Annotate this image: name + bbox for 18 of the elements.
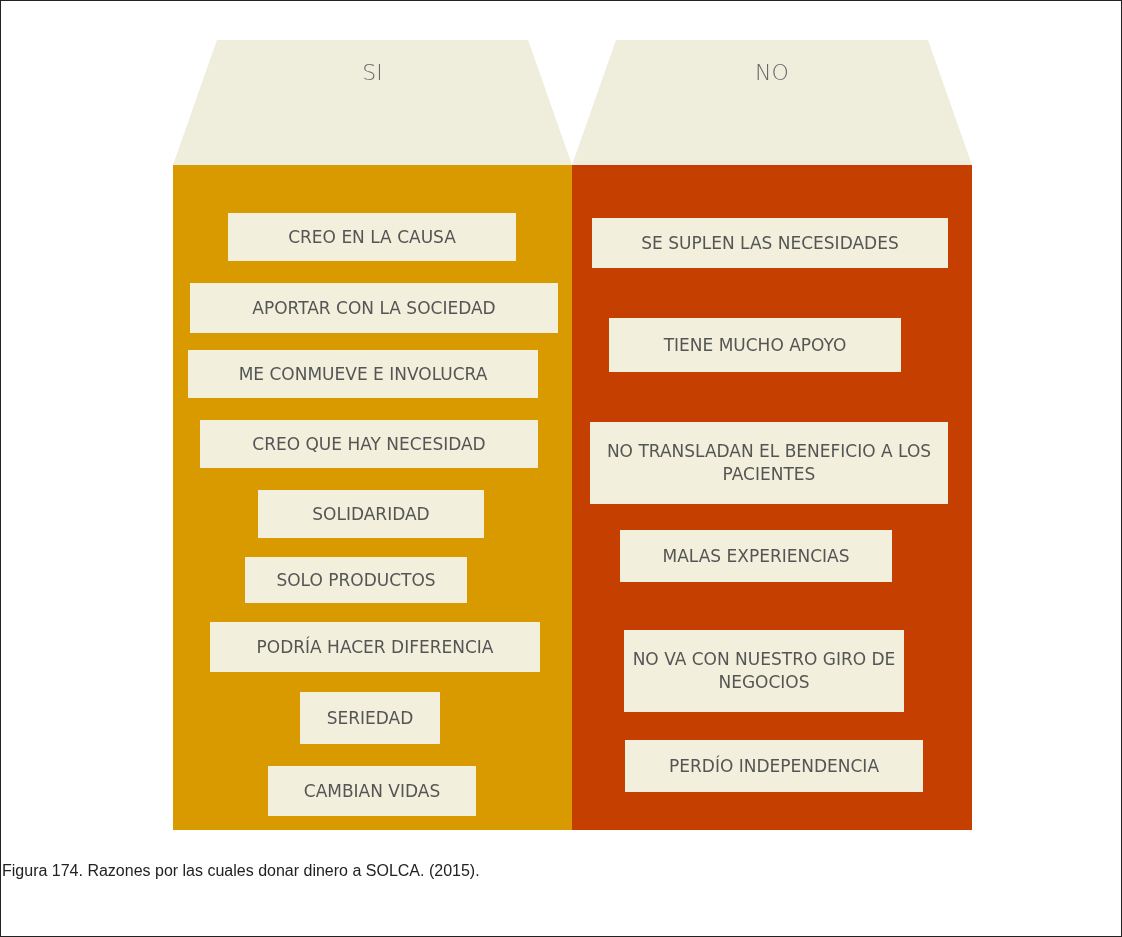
reason-card: CREO EN LA CAUSA — [228, 213, 516, 261]
reason-card: SOLIDARIDAD — [258, 490, 484, 538]
reason-card: SOLO PRODUCTOS — [245, 557, 467, 603]
column-heading: NO — [754, 60, 790, 85]
reason-card: CREO QUE HAY NECESIDAD — [200, 420, 538, 468]
reason-card: ME CONMUEVE E INVOLUCRA — [188, 350, 538, 398]
reason-card: PERDÍO INDEPENDENCIA — [625, 740, 923, 792]
column-heading: SI — [361, 60, 384, 85]
reason-card: NO VA CON NUESTRO GIRO DE NEGOCIOS — [624, 630, 904, 712]
reason-card: SE SUPLEN LAS NECESIDADES — [592, 218, 948, 268]
reason-card: NO TRANSLADAN EL BENEFICIO A LOS PACIENTES — [590, 422, 948, 504]
reason-card: PODRÍA HACER DIFERENCIA — [210, 622, 540, 672]
reason-card: MALAS EXPERIENCIAS — [620, 530, 892, 582]
reason-card: CAMBIAN VIDAS — [268, 766, 476, 816]
reason-card: APORTAR CON LA SOCIEDAD — [190, 283, 558, 333]
reason-card: TIENE MUCHO APOYO — [609, 318, 901, 372]
reason-card: SERIEDAD — [300, 692, 440, 744]
figure-caption: Figura 174. Razones por las cuales donar dinero a SOLCA. (2015). — [2, 862, 480, 880]
